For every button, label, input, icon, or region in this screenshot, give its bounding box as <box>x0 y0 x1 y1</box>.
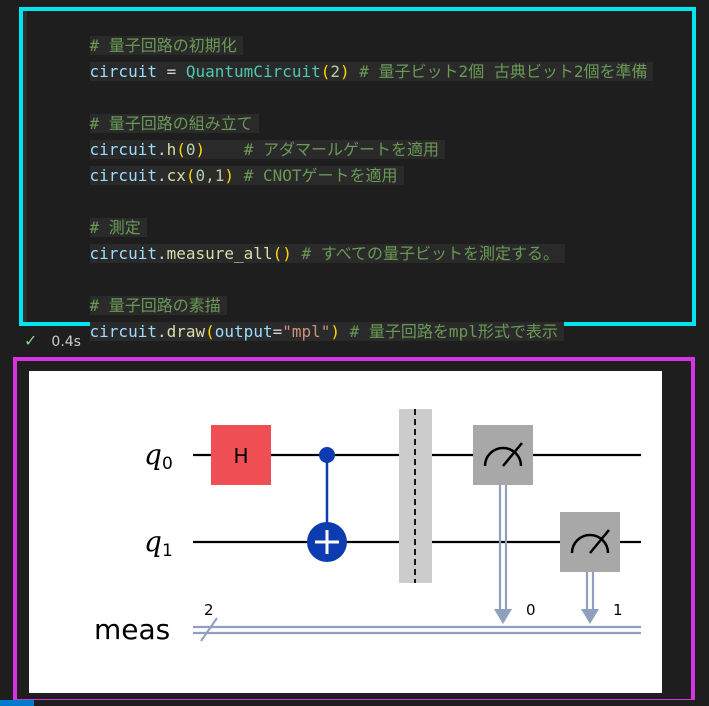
qubit-label-q1: q1 <box>144 525 173 561</box>
measure-meter-needle-1 <box>589 529 610 554</box>
code-paren: ) <box>224 166 235 185</box>
code-variable: circuit <box>89 140 157 159</box>
code-operator: = <box>156 62 186 81</box>
code-function: h <box>166 140 177 159</box>
classical-width-label: 2 <box>204 601 214 619</box>
measure-bit-label-0: 0 <box>526 601 536 619</box>
code-number: 0,1 <box>195 166 225 185</box>
code-line-8[interactable]: # 測定 <box>51 195 147 237</box>
code-keyword-arg: output <box>214 322 273 341</box>
code-variable: circuit <box>89 322 157 341</box>
code-line-1[interactable]: # 量子回路の初期化 <box>51 13 243 55</box>
code-comment: # 量子回路の初期化 <box>89 36 243 55</box>
classical-register-label: meas <box>94 613 170 646</box>
code-class: QuantumCircuit <box>185 62 321 81</box>
cell-gutter <box>23 11 27 322</box>
code-function: draw <box>166 322 206 341</box>
hadamard-gate-label: H <box>233 444 248 468</box>
measure-meter-arc-0 <box>483 446 523 467</box>
code-paren: ) <box>340 62 350 81</box>
code-function: measure_all <box>166 244 273 263</box>
execution-status: ✓ 0.4s <box>24 330 81 352</box>
code-function: cx <box>166 166 186 185</box>
code-paren: ( <box>185 166 196 185</box>
measure-arrow-1 <box>581 609 599 624</box>
measure-arrow-0 <box>494 609 512 624</box>
measure-gate-q1 <box>560 512 620 572</box>
code-comment: # 測定 <box>89 218 147 237</box>
measure-gate-q0 <box>473 425 533 485</box>
code-number: 2 <box>330 62 341 81</box>
code-dot: . <box>156 166 167 185</box>
code-paren: ( <box>320 62 331 81</box>
remote-indicator[interactable] <box>0 700 34 706</box>
hadamard-gate <box>211 425 271 485</box>
code-line-5[interactable]: circuit.h(0) # アダマールゲートを適用 <box>51 117 445 159</box>
code-comment: # CNOTゲートを適用 <box>234 166 398 185</box>
execution-time: 0.4s <box>51 334 81 350</box>
code-comment: # すべての量子ビットを測定する。 <box>291 244 559 263</box>
circuit-figure: 2 q0 q1 meas H 0 <box>29 371 662 693</box>
code-comment: # アダマールゲートを適用 <box>205 140 439 159</box>
code-line-6[interactable]: circuit.cx(0,1) # CNOTゲートを適用 <box>51 143 404 185</box>
measure-meter-needle-0 <box>502 442 523 467</box>
code-variable: circuit <box>89 244 157 263</box>
code-string: "mpl" <box>282 322 331 341</box>
measure-meter-arc-1 <box>570 533 610 554</box>
code-paren: ( <box>205 322 215 341</box>
cnot-control-dot <box>319 447 335 463</box>
code-comment: # 量子回路の素描 <box>89 296 227 315</box>
code-comment: # 量子ビット2個 古典ビット2個を準備 <box>349 62 648 81</box>
status-bar <box>0 700 709 706</box>
success-check-icon: ✓ <box>24 331 38 350</box>
code-paren: ( <box>176 140 186 159</box>
code-dot: . <box>156 140 167 159</box>
code-paren: ) <box>195 140 206 159</box>
code-cell[interactable]: # 量子回路の初期化 circuit = QuantumCircuit(2) #… <box>19 7 696 341</box>
code-variable: circuit <box>89 166 157 185</box>
classical-bundle-slash <box>200 617 218 642</box>
code-operator: = <box>272 322 283 341</box>
code-line-11[interactable]: # 量子回路の素描 <box>51 273 227 315</box>
code-variable: circuit <box>89 62 157 81</box>
output-cell[interactable]: 2 q0 q1 meas H 0 <box>13 357 695 703</box>
code-line-9[interactable]: circuit.measure_all() # すべての量子ビットを測定する。 <box>51 221 565 263</box>
barrier <box>399 409 432 583</box>
qubit-label-q0: q0 <box>144 438 173 474</box>
code-dot: . <box>156 322 167 341</box>
code-line-4[interactable]: # 量子回路の組み立て <box>51 91 259 133</box>
code-comment: # 量子回路をmpl形式で表示 <box>340 322 558 341</box>
code-number: 0 <box>185 140 196 159</box>
code-paren: ) <box>330 322 341 341</box>
code-dot: . <box>156 244 167 263</box>
code-line-2[interactable]: circuit = QuantumCircuit(2) # 量子ビット2個 古典… <box>51 39 654 81</box>
measure-bit-label-1: 1 <box>613 601 623 619</box>
code-comment: # 量子回路の組み立て <box>89 114 259 133</box>
code-line-12[interactable]: circuit.draw(output="mpl") # 量子回路をmpl形式で… <box>51 299 564 341</box>
circuit-diagram: 2 q0 q1 meas H 0 <box>94 409 641 646</box>
code-paren: () <box>272 244 292 263</box>
